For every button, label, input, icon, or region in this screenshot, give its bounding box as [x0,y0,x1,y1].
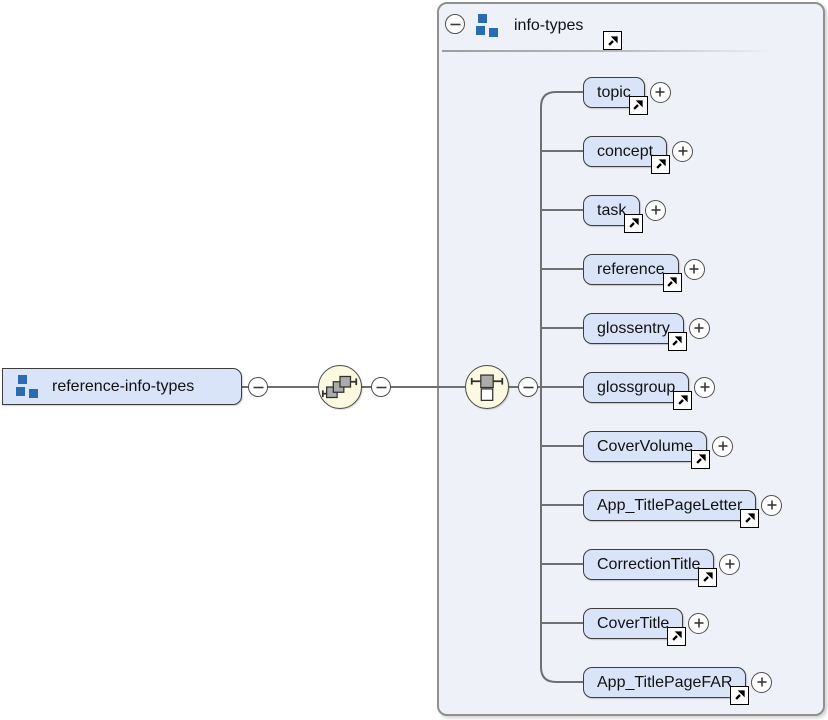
group-icon [16,375,38,398]
minus-glyph [253,386,263,388]
expand-plus-icon[interactable] [751,671,773,693]
plus-glyph [767,500,777,510]
diagonal-squares-glyph [321,375,358,399]
expand-plus-icon[interactable] [645,199,667,221]
definition-link-icon[interactable] [691,449,711,469]
arrow-up-right-glyph [703,572,713,582]
element-node-row: CorrectionTitle [583,546,741,587]
compositor-sequence-group-icon[interactable] [318,365,362,409]
info-types-panel-content: info-types topic [437,2,825,716]
element-node[interactable]: glossgroup [583,371,693,410]
element-node[interactable]: task [583,194,644,233]
header-divider [442,50,772,52]
element-node-label: CorrectionTitle [597,555,701,573]
collapse-minus-icon[interactable] [248,377,268,397]
minus-glyph [376,386,386,388]
arrow-up-right-glyph [629,218,639,228]
collapse-minus-icon[interactable] [371,377,391,397]
arrow-up-right-glyph [678,395,688,405]
plus-glyph [718,441,728,451]
plus-glyph [694,618,704,628]
element-node-label: App_TitlePageFAR [597,673,733,691]
element-node-label: reference [597,260,665,278]
arrow-up-right-glyph [672,336,683,346]
element-node-label: task [597,201,627,219]
choice-squares-glyph [470,374,504,401]
plus-glyph [655,87,665,97]
definition-link-icon[interactable] [667,626,687,646]
definition-link-icon[interactable] [673,390,693,410]
plus-glyph [651,205,661,215]
expand-plus-icon[interactable] [712,435,734,457]
definition-link-icon[interactable] [624,213,644,233]
arrow-up-right-glyph [695,454,706,464]
element-node-row: topic [583,74,671,115]
element-node-row: CoverTitle [583,605,710,646]
element-node-label: CoverVolume [597,437,694,455]
arrow-up-right-glyph [607,35,618,46]
plus-glyph [757,677,767,687]
arrow-up-right-glyph [735,690,745,700]
expand-plus-icon[interactable] [688,612,710,634]
definition-link-icon[interactable] [662,272,682,292]
definition-link-icon[interactable] [651,154,671,174]
minus-glyph [523,386,533,388]
collapse-minus-icon[interactable] [445,14,465,34]
element-node[interactable]: CorrectionTitle [583,548,718,587]
minus-glyph [450,23,460,25]
arrow-up-right-glyph [672,631,682,641]
element-node[interactable]: reference [583,253,682,292]
plus-glyph [678,146,688,156]
element-node-row: App_TitlePageFAR [583,664,773,705]
compositor-choice-icon[interactable] [465,365,509,409]
element-node-row: reference [583,251,705,292]
plus-glyph [700,382,710,392]
expand-plus-icon[interactable] [649,81,671,103]
root-element-node[interactable]: reference-info-types [2,368,242,405]
collapse-minus-icon[interactable] [518,377,538,397]
plus-glyph [725,559,735,569]
element-node[interactable]: App_TitlePageLetter [583,489,760,528]
info-types-panel [437,2,825,716]
element-node[interactable]: App_TitlePageFAR [583,666,750,705]
element-node[interactable]: CoverTitle [583,607,687,646]
expand-plus-icon[interactable] [672,140,694,162]
expand-plus-icon[interactable] [688,317,710,339]
definition-link-icon[interactable] [730,685,750,705]
plus-glyph [689,264,699,274]
expand-plus-icon[interactable] [761,494,783,516]
definition-link-icon[interactable] [698,567,718,587]
element-node-label: glossentry [597,319,670,337]
definition-link-icon[interactable] [740,508,760,528]
element-node-row: App_TitlePageLetter [583,487,783,528]
element-node-row: glossgroup [583,369,716,410]
element-node-row: CoverVolume [583,428,734,469]
plus-glyph [694,323,704,333]
element-node-label: App_TitlePageLetter [597,496,743,514]
element-node-label: glossgroup [597,378,676,396]
definition-link-icon[interactable] [628,95,648,115]
element-node-row: concept [583,133,694,174]
arrow-up-right-glyph [745,513,755,523]
group-icon [476,14,498,37]
element-node-label: CoverTitle [597,614,670,632]
element-node[interactable]: concept [583,135,671,174]
element-node[interactable]: topic [583,76,648,115]
element-node-label: topic [597,83,631,101]
arrow-up-right-glyph [655,159,666,169]
definition-link-icon[interactable] [603,31,622,50]
definition-link-icon[interactable] [667,331,687,351]
expand-plus-icon[interactable] [694,376,716,398]
root-node-label: reference-info-types [52,377,195,395]
element-node-row: task [583,192,667,233]
arrow-up-right-glyph [633,100,643,110]
panel-title: info-types [514,17,584,34]
expand-plus-icon[interactable] [719,553,741,575]
arrow-up-right-glyph [667,277,677,287]
element-node-row: glossentry [583,310,710,351]
element-node[interactable]: CoverVolume [583,430,711,469]
expand-plus-icon[interactable] [683,258,705,280]
element-node-label: concept [597,142,654,160]
element-node[interactable]: glossentry [583,312,687,351]
